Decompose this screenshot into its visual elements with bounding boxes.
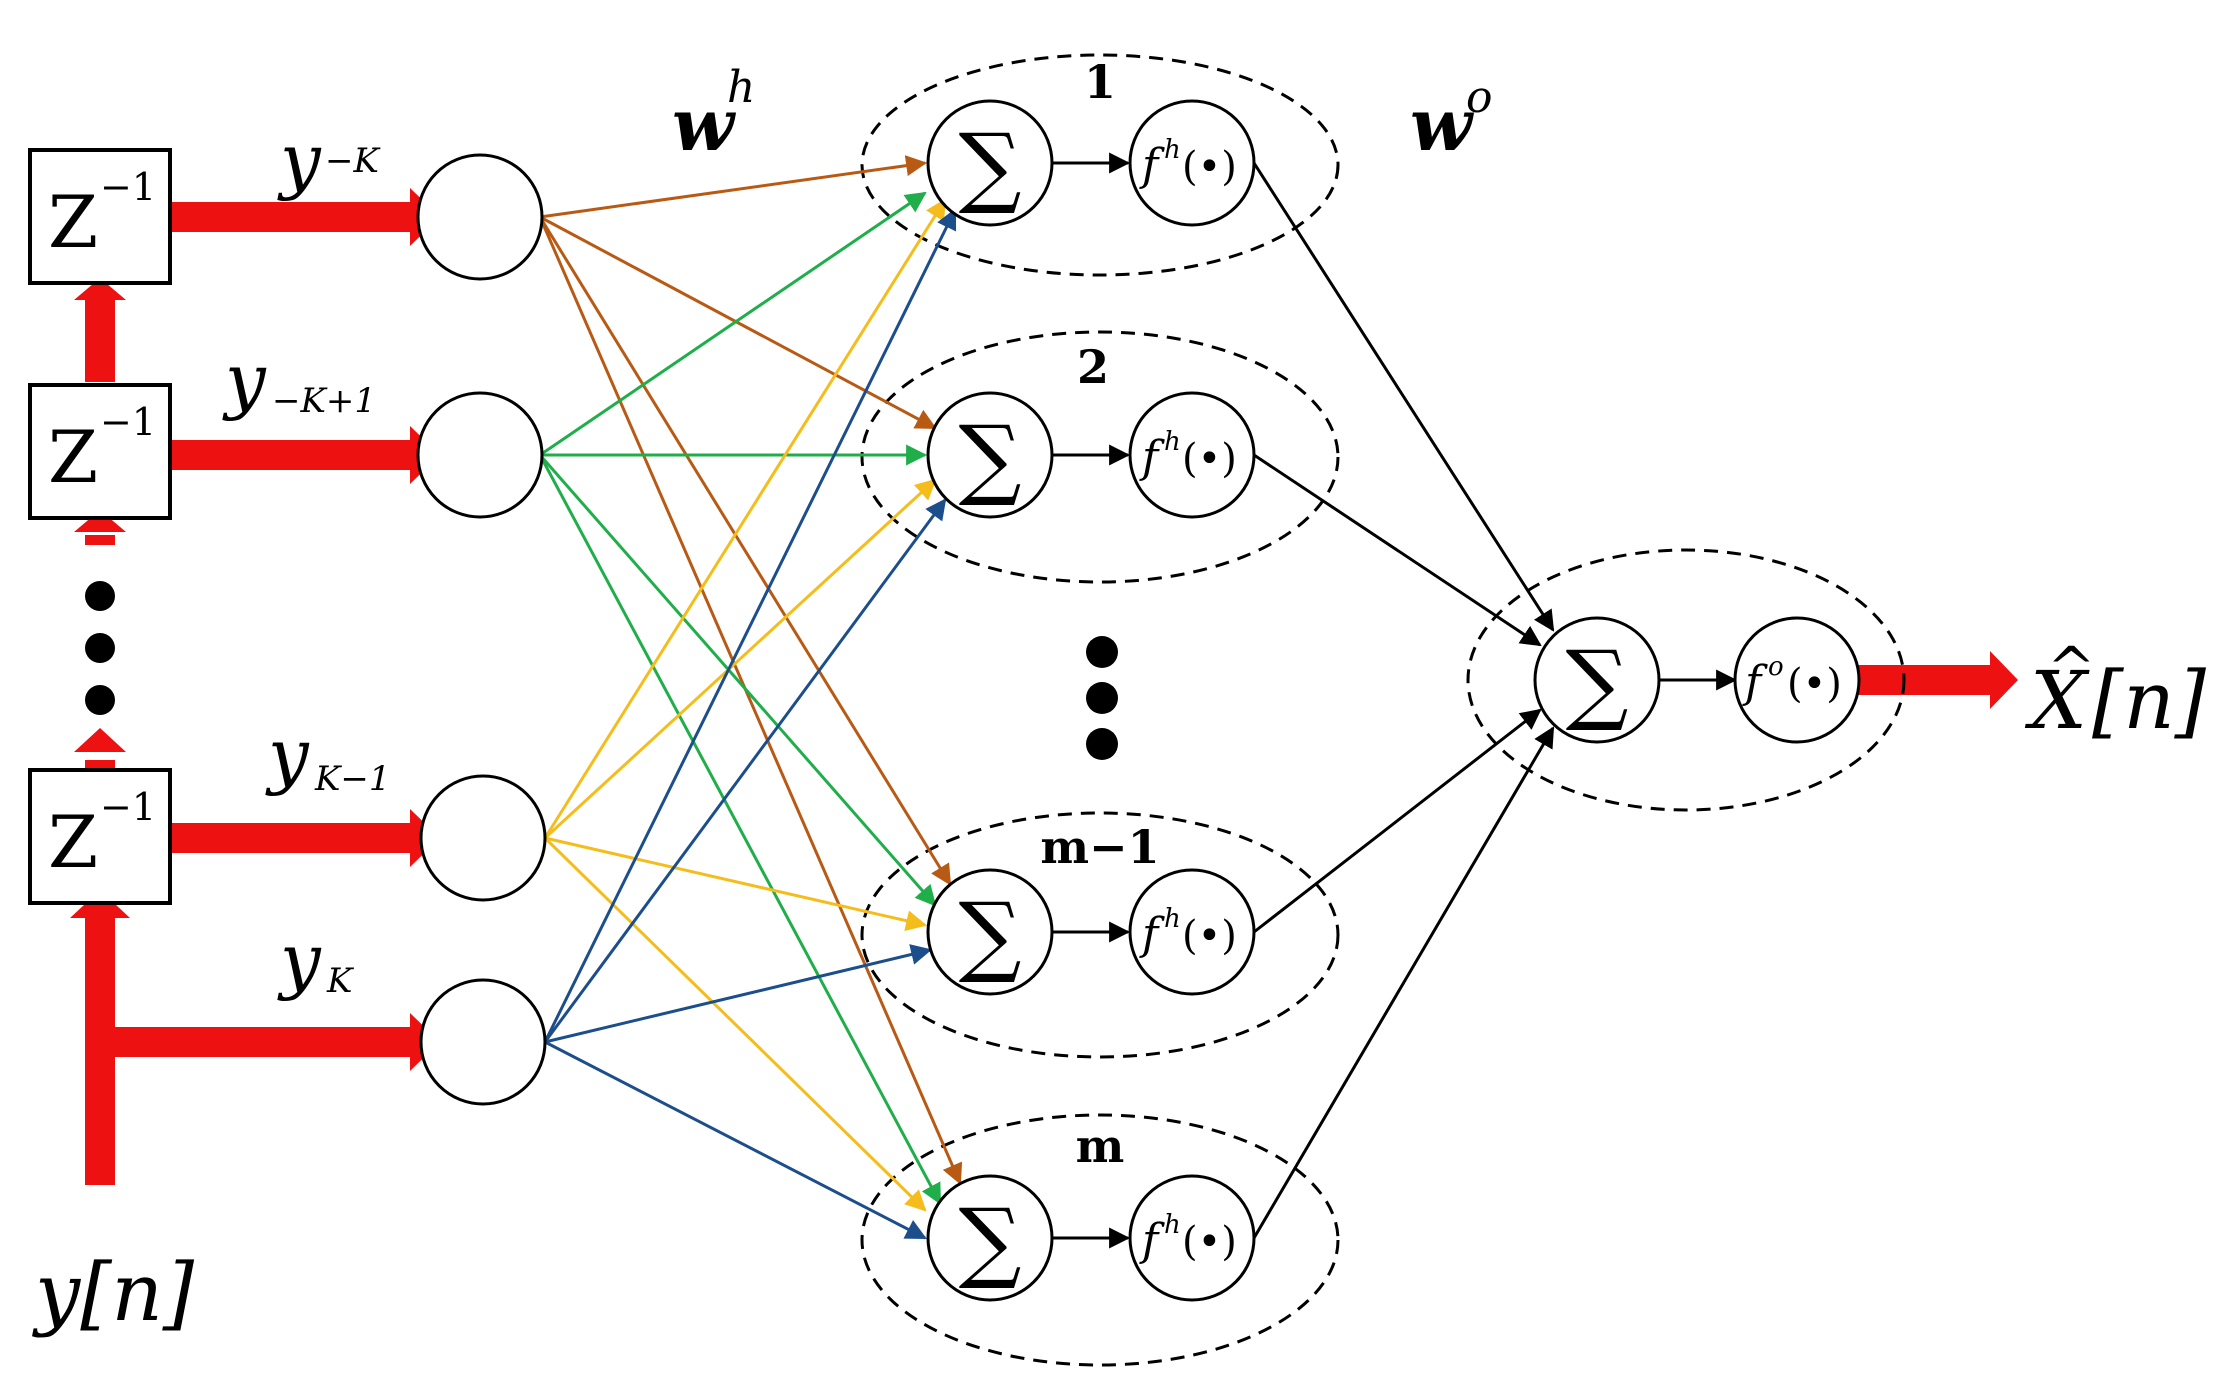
svg-text:(•): (•): [1182, 436, 1237, 482]
svg-text:w: w: [672, 82, 737, 167]
bar-y-K-minus-1: [170, 823, 415, 853]
delay-block: Z −1: [28, 148, 172, 285]
svg-text:(•): (•): [1182, 1219, 1237, 1265]
delay-block: Z −1: [28, 768, 172, 905]
group-label-2: 2: [1077, 340, 1109, 394]
hidden-group-1: [860, 53, 1340, 277]
hidden-neuron-groups: [860, 53, 1906, 1367]
bar-y-minus-K-plus-1: [170, 440, 415, 470]
arrow-delay-to-dots: [74, 510, 126, 532]
group-label-m: m: [1076, 1119, 1125, 1173]
ellipsis-dots-left: [85, 581, 115, 715]
hidden-weights-label: w h: [672, 62, 755, 167]
svg-text:(•): (•): [1182, 144, 1237, 190]
connections-hidden-to-output: [1252, 162, 1555, 1239]
svg-text:o: o: [1466, 72, 1493, 123]
svg-text:−K: −K: [325, 141, 381, 181]
svg-text:∑: ∑: [1566, 631, 1629, 734]
input-node: [416, 153, 544, 281]
input-label-y-K-minus-1: y K−1: [265, 713, 391, 799]
svg-text:y: y: [222, 338, 267, 422]
svg-text:Z: Z: [48, 180, 98, 264]
svg-text:[n]: [n]: [2092, 654, 2207, 747]
svg-text:y: y: [265, 713, 310, 797]
output-neuron: ∑ f o (•): [1533, 616, 1861, 744]
arrow-delay-to-delay: [74, 278, 126, 300]
svg-text:y: y: [277, 918, 322, 1002]
svg-text:(•): (•): [1787, 661, 1842, 707]
input-node: [416, 391, 544, 519]
group-label-1: 1: [1084, 55, 1116, 109]
connections-input-3: [543, 198, 947, 1212]
delay-block: Z −1: [28, 383, 172, 520]
input-signal-bus: [70, 188, 2018, 1185]
hidden-neuron-m: ∑ f h (•): [926, 1174, 1256, 1302]
hidden-group-m: [860, 1113, 1340, 1367]
input-node: [419, 978, 547, 1106]
input-signal-label: y[n]: [32, 1246, 195, 1339]
svg-text:h: h: [727, 62, 755, 113]
group-label-m-minus-1: m−1: [1040, 820, 1159, 874]
input-label-y-minus-K: y −K: [277, 118, 381, 202]
connections-input-4: [543, 208, 957, 1240]
bar-y-K: [100, 1027, 415, 1057]
ellipsis-dots-hidden: [1086, 636, 1118, 760]
svg-text:−1: −1: [100, 165, 156, 209]
output-activation-node: [1733, 616, 1861, 744]
input-label-y-K: y K: [277, 918, 355, 1002]
svg-text:∑: ∑: [959, 883, 1022, 986]
hidden-neuron-1: ∑ f h (•): [926, 99, 1256, 227]
svg-text:h: h: [1164, 427, 1181, 457]
svg-text:−K+1: −K+1: [272, 381, 376, 421]
svg-text:K−1: K−1: [314, 759, 391, 799]
svg-text:X: X: [2024, 654, 2090, 747]
svg-text:h: h: [1164, 1210, 1181, 1240]
connections-input-2: [538, 191, 942, 1205]
hidden-neuron-2: ∑ f h (•): [926, 391, 1256, 519]
svg-text:o: o: [1768, 652, 1784, 682]
hidden-neuron-m-minus-1: ∑ f h (•): [926, 868, 1256, 996]
input-label-y-minus-K-plus-1: y −K+1: [222, 338, 376, 422]
hidden-group-2: [860, 330, 1340, 584]
input-nodes: [416, 153, 547, 1106]
output-weights-label: w o: [1410, 72, 1493, 167]
svg-text:Z: Z: [48, 415, 98, 499]
svg-text:h: h: [1164, 904, 1181, 934]
output-group: [1466, 548, 1906, 812]
svg-text:(•): (•): [1182, 913, 1237, 959]
svg-text:h: h: [1164, 135, 1181, 165]
svg-text:−1: −1: [100, 400, 156, 444]
svg-text:∑: ∑: [959, 406, 1022, 509]
svg-text:∑: ∑: [959, 1189, 1022, 1292]
svg-text:−1: −1: [100, 785, 156, 829]
svg-text:K: K: [326, 961, 355, 1001]
svg-text:∑: ∑: [959, 114, 1022, 217]
svg-text:^: ^: [2047, 634, 2096, 702]
bar-output: [1855, 665, 1995, 695]
svg-text:Z: Z: [48, 800, 98, 884]
arrow-dots-to-delay: [74, 728, 126, 752]
output-signal-label: X ^ [n]: [2024, 634, 2207, 747]
connections-input-1: [538, 155, 963, 1185]
svg-text:w: w: [1410, 82, 1475, 167]
hidden-group-m-minus-1: [860, 811, 1340, 1059]
bar-y-minus-K: [170, 202, 415, 232]
svg-text:y: y: [277, 118, 322, 202]
input-node: [419, 774, 547, 902]
